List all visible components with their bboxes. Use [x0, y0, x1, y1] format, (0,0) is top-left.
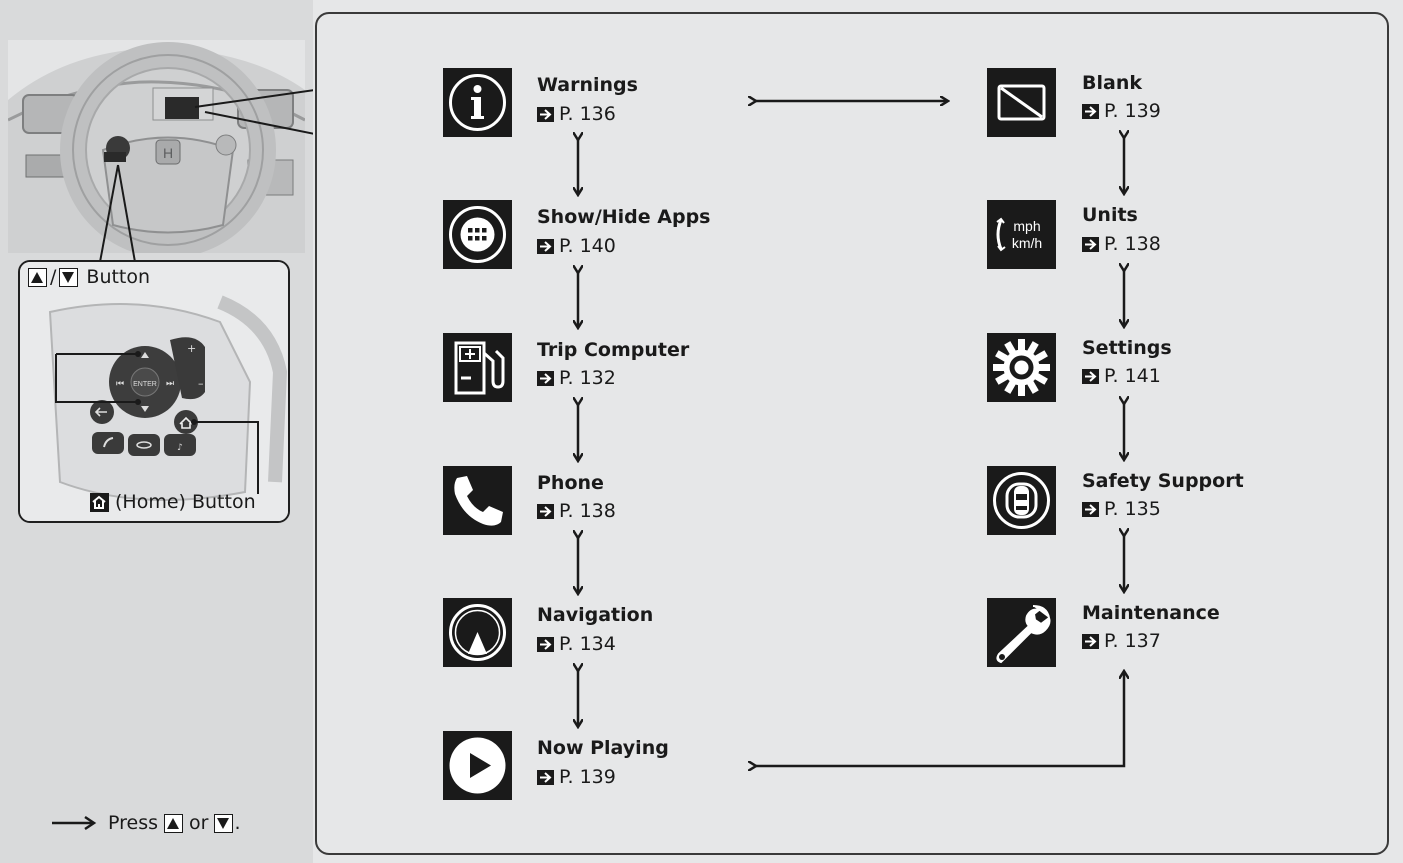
blank-title: Blank [1082, 72, 1142, 94]
safety-support-page-ref[interactable]: P. 135 [1082, 498, 1161, 520]
show-hide-apps-page-ref[interactable]: P. 140 [537, 235, 616, 257]
page-ref-arrow-icon [537, 503, 554, 519]
page-ref-arrow-icon [537, 238, 554, 254]
warnings-page-ref[interactable]: P. 136 [537, 103, 616, 125]
home-icon [90, 492, 109, 512]
navigation-page-ref[interactable]: P. 134 [537, 633, 616, 655]
show-hide-apps-title: Show/Hide Apps [537, 206, 711, 228]
warnings-info-icon [443, 68, 512, 137]
phone-page-ref[interactable]: P. 138 [537, 500, 616, 522]
home-button-label: (Home) Button [90, 491, 256, 513]
gear-icon [987, 333, 1056, 402]
fuel-pump-icon [443, 333, 512, 402]
wrench-icon [987, 598, 1056, 667]
units-page-ref[interactable]: P. 138 [1082, 233, 1161, 255]
down-triangle-icon [59, 267, 79, 287]
apps-grid-icon [443, 200, 512, 269]
units-mph-text: mph [1013, 218, 1040, 234]
phone-title: Phone [537, 472, 604, 494]
legend-down-icon [214, 813, 234, 833]
enter-text: ENTER [133, 381, 157, 388]
svg-text:H: H [163, 145, 173, 161]
page-ref-arrow-icon [1082, 633, 1099, 649]
units-mph-kmh-icon: mph km/h [987, 200, 1056, 269]
now-playing-title: Now Playing [537, 737, 669, 759]
page-ref-arrow-icon [537, 106, 554, 122]
svg-text:–: – [198, 377, 204, 390]
home-label-text: (Home) Button [115, 491, 256, 513]
page-ref-arrow-icon [1082, 501, 1099, 517]
page-ref-arrow-icon [537, 769, 554, 785]
left-panel: H ENTER ⏮ ⏭ [0, 0, 313, 863]
legend-up-icon [164, 813, 184, 833]
svg-text:+: + [187, 342, 196, 355]
svg-text:⏮: ⏮ [116, 379, 124, 389]
navigation-compass-icon [443, 598, 512, 667]
legend-or-text: or [189, 812, 209, 834]
blank-page-ref[interactable]: P. 139 [1082, 100, 1161, 122]
play-icon [443, 731, 512, 800]
maintenance-title: Maintenance [1082, 602, 1220, 624]
legend: Press or . [52, 812, 241, 834]
legend-period: . [234, 812, 241, 834]
up-down-button-label: / Button [28, 266, 150, 288]
safety-support-title: Safety Support [1082, 470, 1244, 492]
page-ref-arrow-icon [1082, 368, 1099, 384]
page-ref-arrow-icon [1082, 236, 1099, 252]
trip-computer-title: Trip Computer [537, 339, 690, 361]
trip-computer-page-ref[interactable]: P. 132 [537, 367, 616, 389]
settings-page-ref[interactable]: P. 141 [1082, 365, 1161, 387]
menu-flow-panel [315, 12, 1389, 855]
now-playing-page-ref[interactable]: P. 139 [537, 766, 616, 788]
blank-screen-icon [987, 68, 1056, 137]
legend-press-text: Press [108, 812, 159, 834]
up-triangle-icon [28, 267, 47, 287]
svg-text:⏭: ⏭ [166, 379, 174, 389]
steering-wheel-photo: H [8, 40, 305, 253]
safety-car-icon [987, 466, 1056, 535]
legend-arrow-icon [52, 815, 97, 831]
units-title: Units [1082, 204, 1138, 226]
steering-controls-closeup: ENTER ⏮ ⏭ + – ♪ [18, 260, 290, 523]
page-ref-arrow-icon [537, 636, 554, 652]
units-kmh-text: km/h [1012, 235, 1042, 251]
navigation-title: Navigation [537, 604, 654, 626]
warnings-title: Warnings [537, 74, 638, 96]
svg-text:♪: ♪ [177, 443, 183, 453]
settings-title: Settings [1082, 337, 1172, 359]
maintenance-page-ref[interactable]: P. 137 [1082, 630, 1161, 652]
page-ref-arrow-icon [1082, 103, 1099, 119]
page-ref-arrow-icon [537, 370, 554, 386]
phone-icon [443, 466, 512, 535]
separator-text: / [50, 266, 57, 288]
button-text: Button [86, 266, 151, 288]
